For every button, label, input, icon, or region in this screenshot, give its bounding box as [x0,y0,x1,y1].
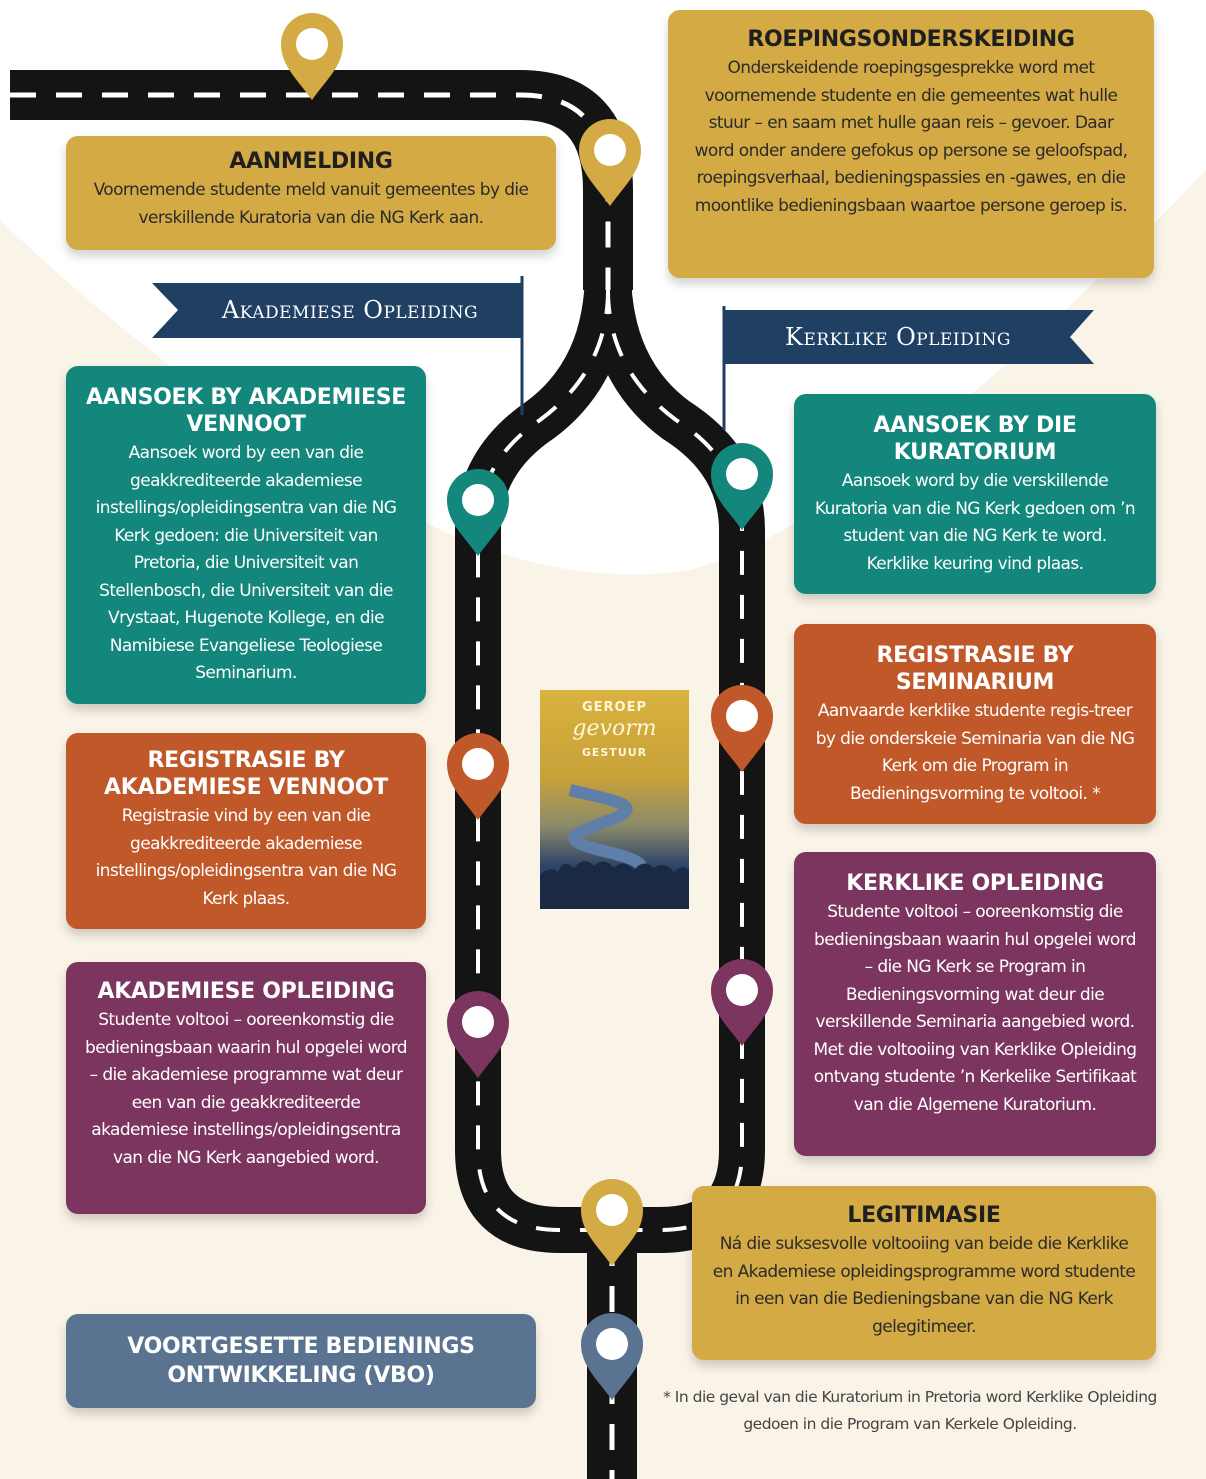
pin-aanmelding-icon [579,119,641,206]
pin-reg-akad-icon [447,733,509,820]
step-vbo: VOORTGESETTE BEDIENINGS ONTWIKKELING (VB… [66,1314,536,1408]
pins [281,13,773,1400]
step-title: LEGITIMASIE [847,1203,1001,1228]
step-title: AANMELDING [229,149,393,174]
pin-reg-sem-icon [711,685,773,772]
step-title: ROEPINGSONDERSKEIDING [747,27,1075,52]
pin-aansoek-akad-icon [447,469,509,556]
banner-ribbon-church [724,310,1094,364]
banner-church: Kerklike Opleiding [785,323,1011,351]
book-cover-image: GEROEP gevorm GESTUUR [540,690,689,909]
step-title: REGISTRASIE BY AKADEMIESE VENNOOT [104,748,388,800]
step-aansoek-akademiese-vennoot: AANSOEK BY AKADEMIESE VENNOOT Aansoek wo… [66,366,426,704]
pin-aansoek-kur-icon [711,443,773,530]
step-registrasie-akademiese-vennoot: REGISTRASIE BY AKADEMIESE VENNOOT Regist… [66,733,426,929]
banner-ribbon-academic [152,283,522,338]
pin-start-icon [281,13,343,100]
pin-vbo-icon [581,1313,643,1400]
step-aanmelding: AANMELDING Voornemende studente meld van… [66,136,556,250]
step-text: Onderskeidende roepingsgesprekke word me… [694,58,1128,216]
step-text: Aanvaarde kerklike studente regis-treer … [815,701,1135,804]
step-title: VOORTGESETTE BEDIENINGS ONTWIKKELING (VB… [127,1334,475,1388]
step-text: Voornemende studente meld vanuit gemeent… [93,180,529,228]
step-text: Studente voltooi – ooreenkomstig die bed… [813,902,1138,1115]
pin-akad-opl-icon [447,991,509,1078]
step-roepingsonderskeiding: ROEPINGSONDERSKEIDING Onderskeidende roe… [668,10,1154,278]
banner-academic: Akademiese Opleiding [221,296,479,324]
step-text: Ná die suksesvolle voltooiing van beide … [712,1234,1136,1337]
step-kerklike-opleiding: KERKLIKE OPLEIDING Studente voltooi – oo… [794,852,1156,1156]
footnote: * In die geval van die Kuratorium in Pre… [663,1388,1157,1433]
book-title-top: GEROEP [581,700,648,715]
step-text: Aansoek word by die verskillende Kurator… [814,471,1136,574]
book-road-illustration [540,784,689,909]
book-title-bottom: GESTUUR [581,746,648,759]
pin-legitimasie-icon [581,1179,643,1266]
step-registrasie-seminarium: REGISTRASIE BY SEMINARIUM Aanvaarde kerk… [794,624,1156,824]
step-title: KERKLIKE OPLEIDING [846,871,1104,896]
step-title: REGISTRASIE BY SEMINARIUM [876,643,1074,695]
book-title-script: gevorm [572,716,657,741]
step-title: AKADEMIESE OPLEIDING [97,979,395,1004]
pin-kerk-opl-icon [711,959,773,1046]
step-akademiese-opleiding: AKADEMIESE OPLEIDING Studente voltooi – … [66,962,426,1214]
step-text: Aansoek word by een van die geakkreditee… [95,443,397,683]
step-legitimasie: LEGITIMASIE Ná die suksesvolle voltooiin… [692,1186,1156,1360]
step-title: AANSOEK BY AKADEMIESE VENNOOT [86,385,406,437]
step-aansoek-kuratorium: AANSOEK BY DIE KURATORIUM Aansoek word b… [794,394,1156,594]
step-title: AANSOEK BY DIE KURATORIUM [873,413,1077,465]
step-text: Studente voltooi – ooreenkomstig die bed… [85,1010,408,1168]
step-text: Registrasie vind by een van die geakkred… [95,806,397,909]
